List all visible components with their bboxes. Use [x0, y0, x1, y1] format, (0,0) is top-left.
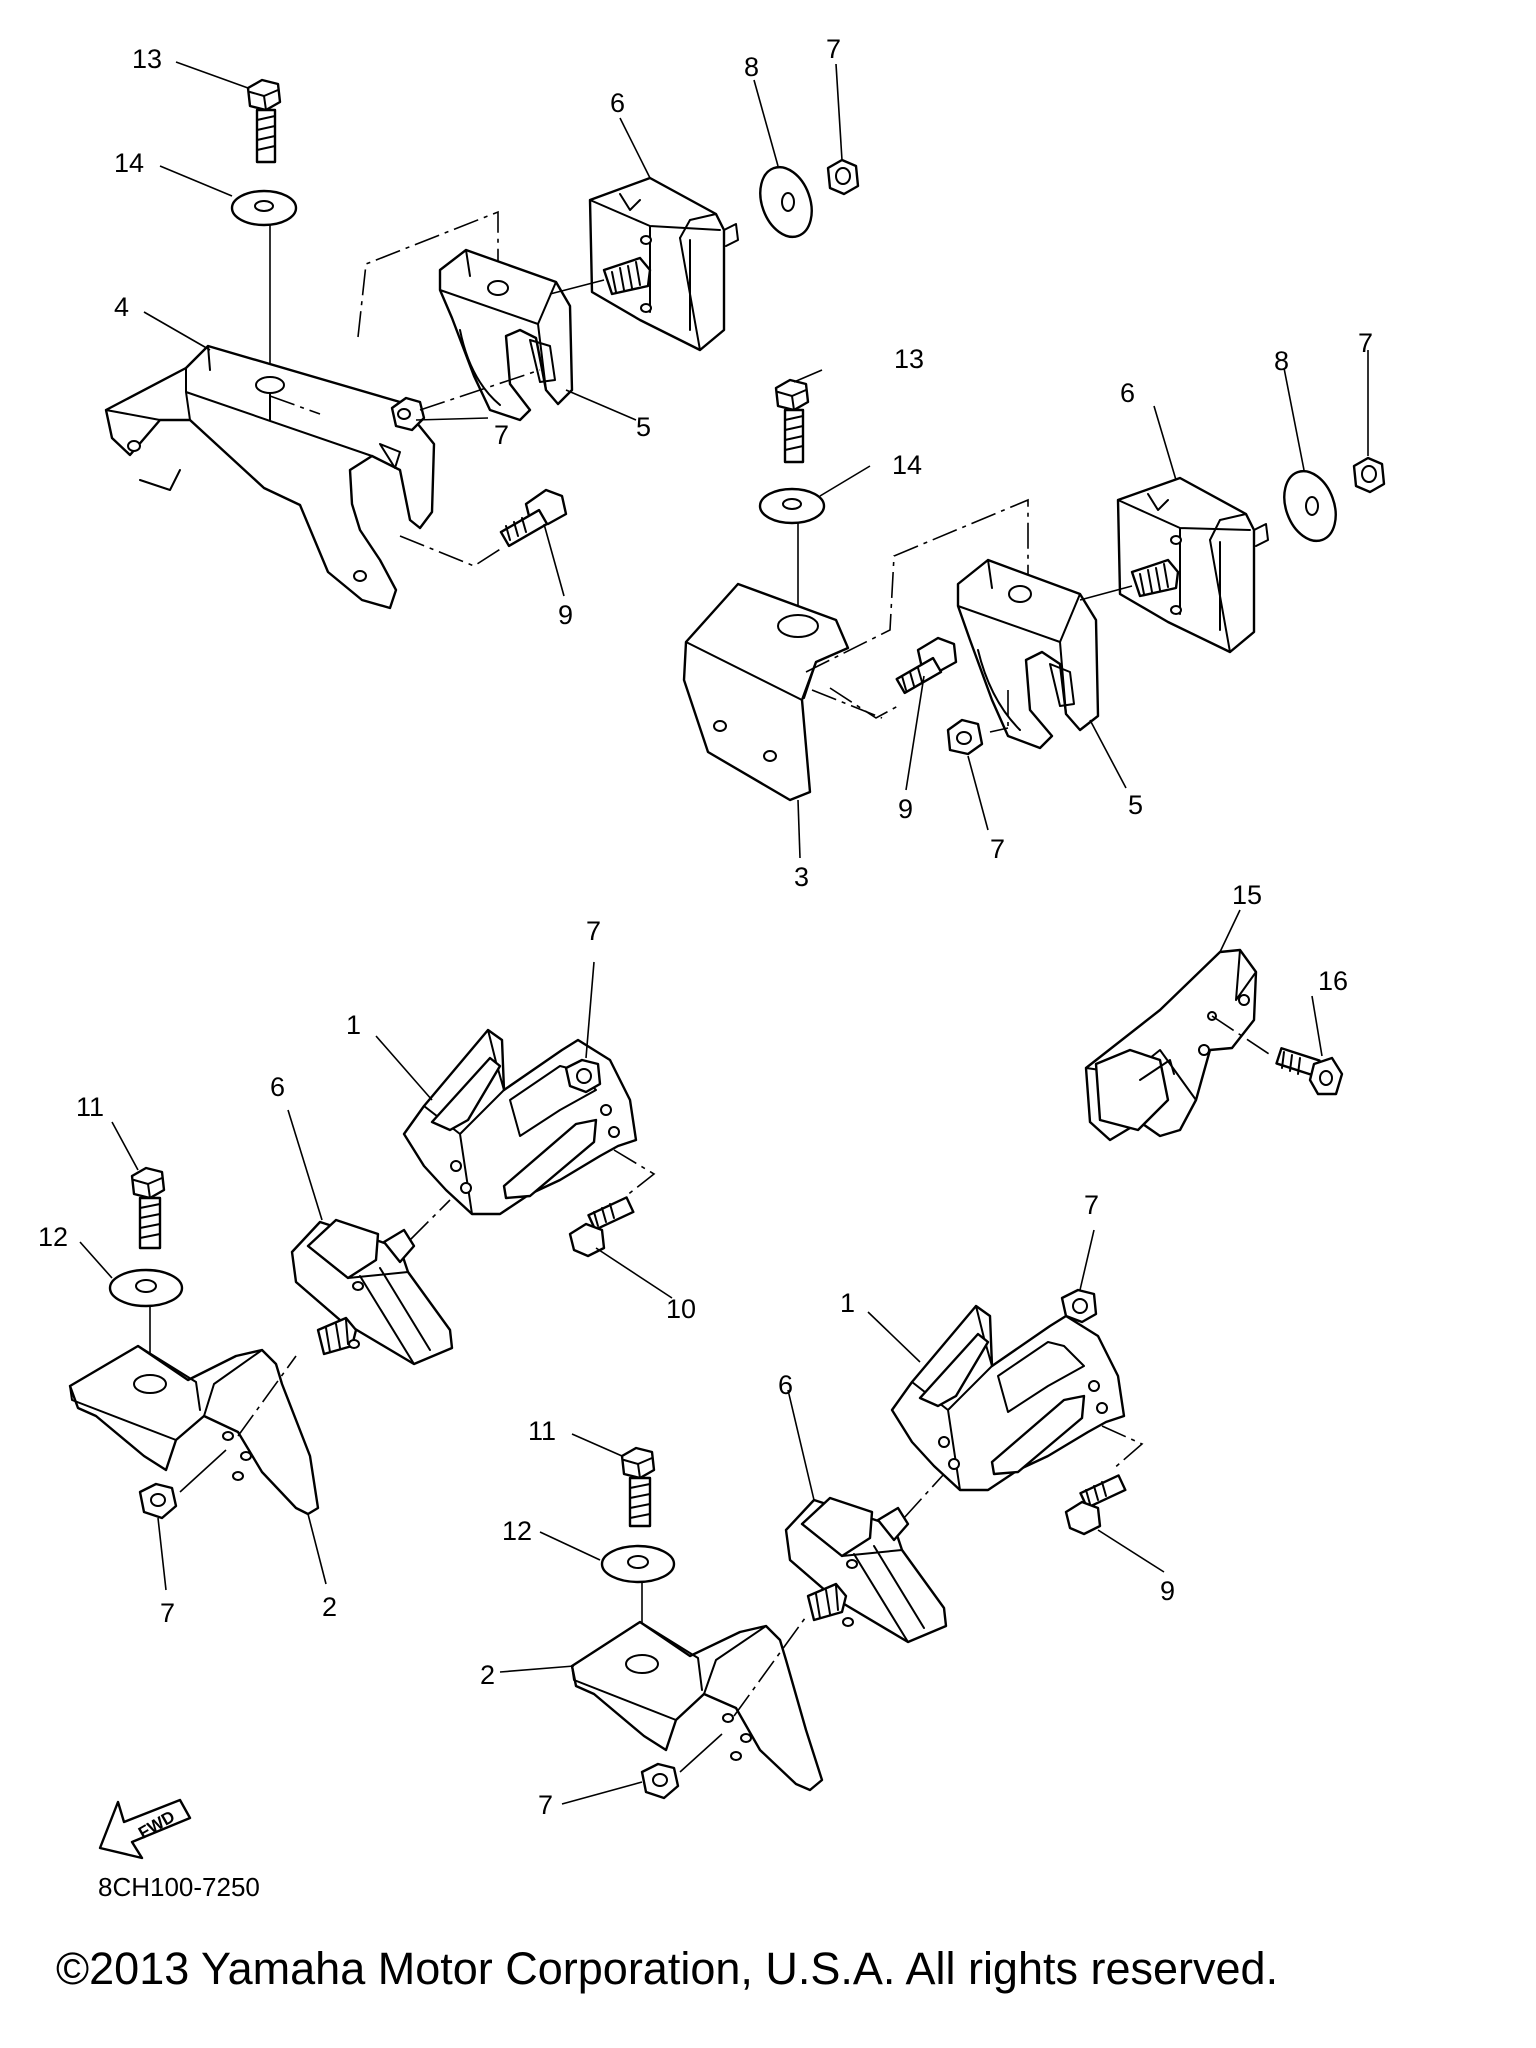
- washer-8-upper-left: [759, 165, 813, 239]
- washer-12-lower-right: [600, 1544, 676, 1584]
- callout-8-a: 8: [744, 52, 759, 82]
- nut-7-lower-right-b: [1060, 1288, 1098, 1324]
- callout-9-b: 9: [898, 794, 913, 824]
- callout-13-a: 13: [132, 44, 162, 74]
- leader-lines: [79, 61, 1369, 1805]
- washer-8-upper-right: [1283, 469, 1337, 543]
- callout-9-c: 9: [1160, 1576, 1175, 1606]
- callout-7-h: 7: [538, 1790, 553, 1820]
- bolt-9-upper-left: [499, 488, 568, 548]
- callout-13-b: 13: [894, 344, 924, 374]
- callout-14-b: 14: [892, 450, 922, 480]
- callout-8-b: 8: [1274, 346, 1289, 376]
- bolt-10: [568, 1196, 635, 1258]
- washer-14-upper-right: [758, 487, 826, 525]
- callout-12-a: 12: [38, 1222, 68, 1252]
- bracket-1-lower-right: [890, 1304, 1126, 1492]
- callout-6-b: 6: [1120, 378, 1135, 408]
- bracket-5-upper-left: [438, 248, 574, 422]
- bracket-2-lower-right: [570, 1620, 824, 1792]
- callouts: 13 14 4 6 8 7 7 5 9 13 14 6 8 7 9 7 5 3 …: [38, 34, 1373, 1820]
- nut-7-upper-left-a: [390, 396, 426, 432]
- bracket-5-upper-right: [956, 558, 1100, 750]
- nut-7-upper-right-a: [946, 718, 984, 756]
- callout-10: 10: [666, 1294, 696, 1324]
- part-15: [1084, 948, 1258, 1142]
- fwd-arrow-icon: FWD: [98, 1798, 192, 1860]
- bolt-9-lower-right: [1064, 1474, 1127, 1536]
- callout-3: 3: [794, 862, 809, 892]
- bracket-4: [104, 344, 436, 610]
- washer-12-lower-left: [108, 1268, 184, 1308]
- callout-2-a: 2: [322, 1592, 337, 1622]
- callout-6-c: 6: [270, 1072, 285, 1102]
- washer-14-upper-left: [230, 189, 298, 227]
- callout-1-a: 1: [346, 1010, 361, 1040]
- callout-7-c: 7: [1358, 328, 1373, 358]
- nut-7-lower-right-a: [640, 1762, 680, 1800]
- bolt-13-upper-left: [246, 78, 282, 164]
- bracket-3: [682, 582, 850, 802]
- callout-5-b: 5: [1128, 790, 1143, 820]
- mount-6-lower-right: [784, 1496, 948, 1644]
- callout-6-d: 6: [778, 1370, 793, 1400]
- bracket-2-lower-left: [68, 1344, 320, 1516]
- callout-14-a: 14: [114, 148, 144, 178]
- copyright-notice: ©2013 Yamaha Motor Corporation, U.S.A. A…: [56, 1943, 1278, 1994]
- callout-7-d: 7: [990, 834, 1005, 864]
- callout-4: 4: [114, 292, 129, 322]
- bolt-9-upper-right: [895, 636, 958, 695]
- callout-7-e: 7: [586, 916, 601, 946]
- callout-2-b: 2: [480, 1660, 495, 1690]
- callout-7-a: 7: [826, 34, 841, 64]
- callout-5-a: 5: [636, 412, 651, 442]
- callout-9-a: 9: [558, 600, 573, 630]
- callout-11-b: 11: [528, 1416, 556, 1446]
- nut-7-lower-left-a: [138, 1482, 178, 1520]
- callout-7-g: 7: [1084, 1190, 1099, 1220]
- bolt-11-lower-right: [620, 1446, 656, 1528]
- nut-7-upper-right-b: [1352, 456, 1386, 494]
- callout-6-a: 6: [610, 88, 625, 118]
- callout-16: 16: [1318, 966, 1348, 996]
- nut-7-upper-left-b: [826, 158, 860, 196]
- callout-7-b: 7: [494, 420, 509, 450]
- callout-15: 15: [1232, 880, 1262, 910]
- part-code: 8CH100-7250: [98, 1872, 260, 1902]
- callout-1-b: 1: [840, 1288, 855, 1318]
- mount-6-lower-left: [290, 1218, 454, 1366]
- bolt-13-upper-right: [774, 378, 810, 464]
- callout-7-f: 7: [160, 1598, 175, 1628]
- bracket-1-lower-left: [402, 1028, 638, 1216]
- nut-7-lower-left-b: [564, 1058, 602, 1094]
- callout-12-b: 12: [502, 1516, 532, 1546]
- bolt-11-lower-left: [130, 1166, 166, 1250]
- bolt-16: [1275, 1047, 1344, 1096]
- mount-6-upper-right: [1116, 476, 1269, 654]
- callout-11-a: 11: [76, 1092, 104, 1122]
- mount-6-upper-left: [588, 176, 739, 352]
